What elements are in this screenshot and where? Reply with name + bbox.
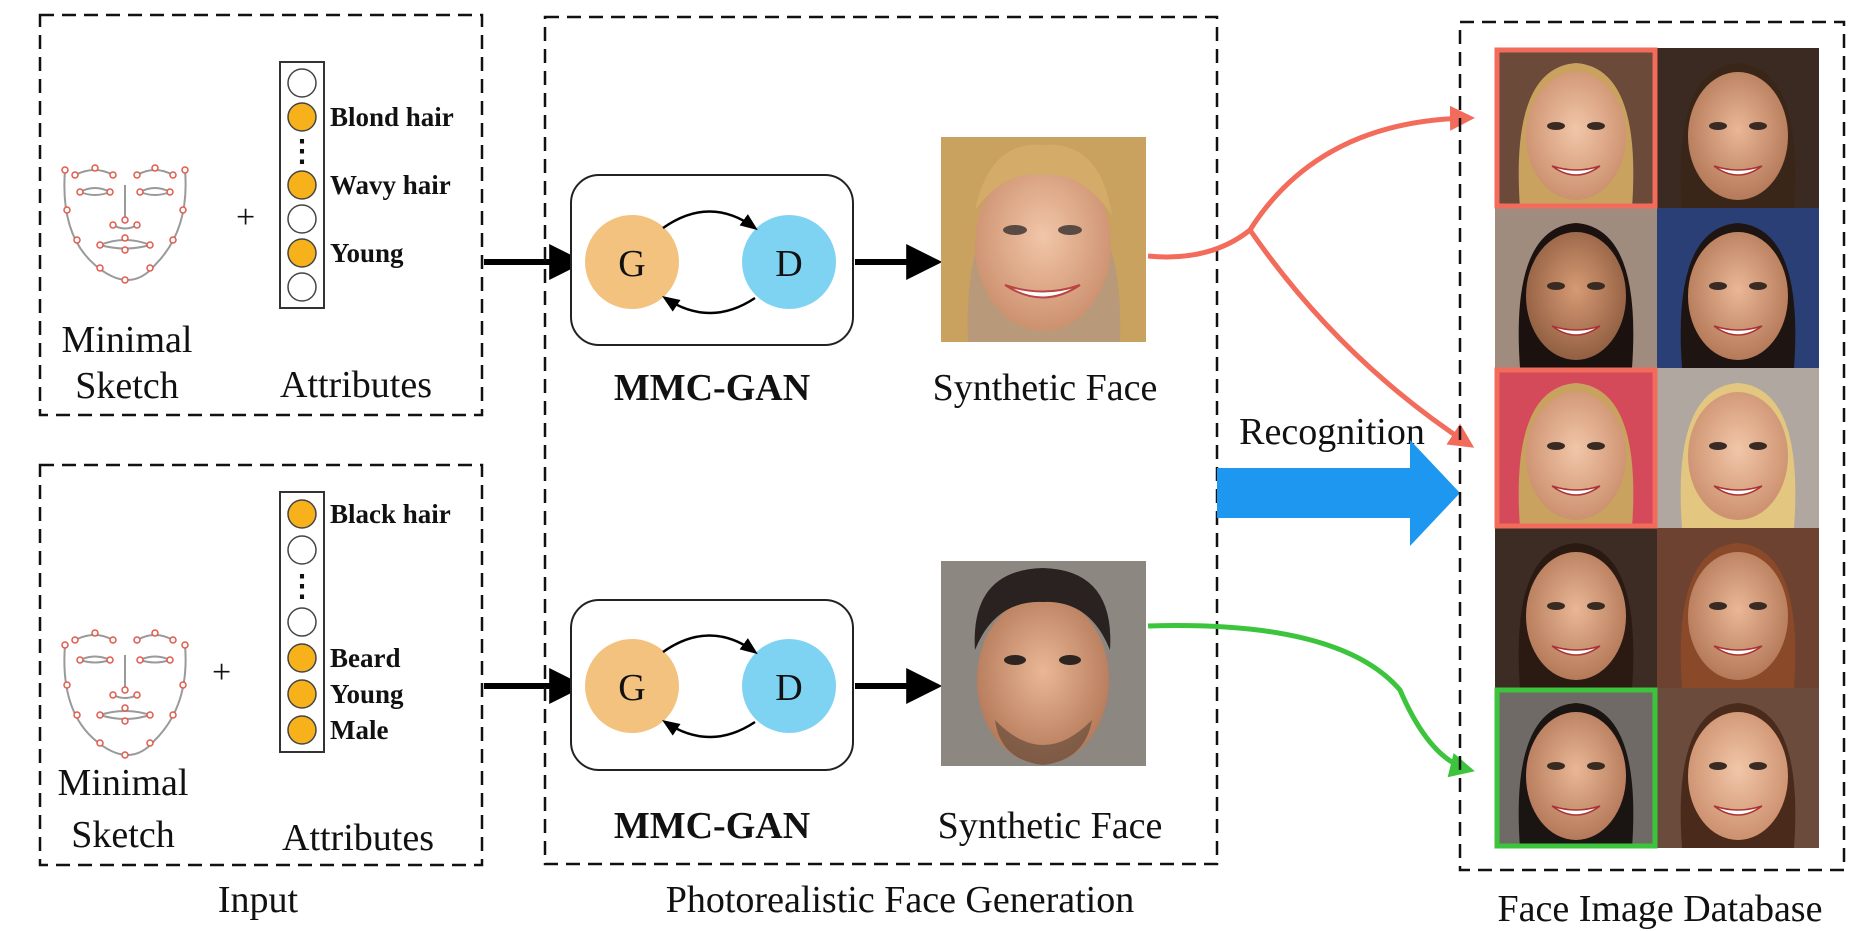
- database-face: [1495, 368, 1657, 528]
- generation-caption: Photorealistic Face Generation: [666, 879, 1135, 921]
- match-arrow-top-1: [1147, 105, 1475, 260]
- attribute-label: Male: [330, 715, 388, 745]
- attribute-label: Young: [330, 238, 404, 268]
- match-arrow-top-2: [1247, 228, 1475, 448]
- discriminator-node-top: [742, 215, 836, 309]
- recognition-label: Recognition: [1239, 411, 1425, 453]
- attribute-off-dot: [287, 272, 317, 302]
- sketch-label-bottom-line2: Sketch: [71, 814, 174, 856]
- attribute-off-dot: [287, 607, 317, 637]
- attribute-on-dot: [287, 715, 317, 745]
- synthetic-face-top: [941, 137, 1146, 342]
- attribute-on-dot: [287, 679, 317, 709]
- attributes-label-top: Attributes: [280, 364, 432, 406]
- discriminator-label-bottom: D: [775, 667, 802, 709]
- sketch-label-bottom-line1: Minimal: [58, 762, 189, 804]
- attributes-label-bottom: Attributes: [282, 817, 434, 859]
- generator-label-top: G: [618, 243, 645, 285]
- attribute-label: Blond hair: [330, 102, 454, 132]
- attribute-label: Beard: [330, 643, 401, 673]
- output-label-bottom: Synthetic Face: [938, 805, 1163, 847]
- discriminator-node-bottom: [742, 639, 836, 733]
- discriminator-label-top: D: [775, 243, 802, 285]
- database-face: [1495, 688, 1657, 848]
- generator-label-bottom: G: [618, 667, 645, 709]
- match-frame-red-1: [1494, 47, 1658, 209]
- sketch-label-top-line1: Minimal: [62, 319, 193, 361]
- sketch-bottom: [61, 629, 189, 759]
- input-caption: Input: [218, 879, 299, 921]
- database-face: [1495, 528, 1657, 688]
- generation-box: [543, 15, 1219, 866]
- plus-top: +: [236, 199, 255, 236]
- gan-top: G D: [570, 174, 854, 346]
- match-frame-red-2: [1494, 367, 1658, 529]
- recognition-arrow: [1217, 440, 1460, 546]
- database-grid: [1494, 47, 1819, 849]
- synthetic-face-bottom: [941, 561, 1146, 766]
- attribute-label: Young: [330, 679, 404, 709]
- model-label-top: MMC-GAN: [614, 367, 810, 409]
- database-face: [1657, 48, 1819, 208]
- attribute-on-dot: [287, 238, 317, 268]
- attribute-on-dot: [287, 102, 317, 132]
- database-face: [1657, 688, 1819, 848]
- input-bottom-box: [38, 463, 484, 867]
- attribute-off-dot: [287, 204, 317, 234]
- attribute-off-dot: [287, 535, 317, 565]
- attribute-on-dot: [287, 170, 317, 200]
- generator-node-top: [585, 215, 679, 309]
- database-face: [1657, 528, 1819, 688]
- database-face: [1495, 48, 1657, 208]
- attribute-ellipsis: ⋮: [287, 570, 317, 603]
- match-arrow-bottom: [1147, 623, 1475, 778]
- database-caption: Face Image Database: [1498, 888, 1823, 930]
- generator-node-bottom: [585, 639, 679, 733]
- output-label-top: Synthetic Face: [933, 367, 1158, 409]
- attribute-on-dot: [287, 499, 317, 529]
- plus-bottom: +: [212, 654, 231, 691]
- model-label-bottom: MMC-GAN: [614, 805, 810, 847]
- match-frame-green: [1494, 687, 1658, 849]
- attribute-ellipsis: ⋮: [287, 135, 317, 168]
- sketch-top: [61, 164, 189, 284]
- input-top-box: [38, 13, 484, 417]
- attribute-label: Wavy hair: [330, 170, 451, 200]
- database-face: [1495, 208, 1657, 368]
- database-face: [1657, 208, 1819, 368]
- attribute-label: Black hair: [330, 499, 451, 529]
- gan-bottom: G D: [570, 599, 854, 771]
- sketch-label-top-line2: Sketch: [75, 365, 178, 407]
- attribute-on-dot: [287, 643, 317, 673]
- database-face: [1657, 368, 1819, 528]
- attribute-off-dot: [287, 68, 317, 98]
